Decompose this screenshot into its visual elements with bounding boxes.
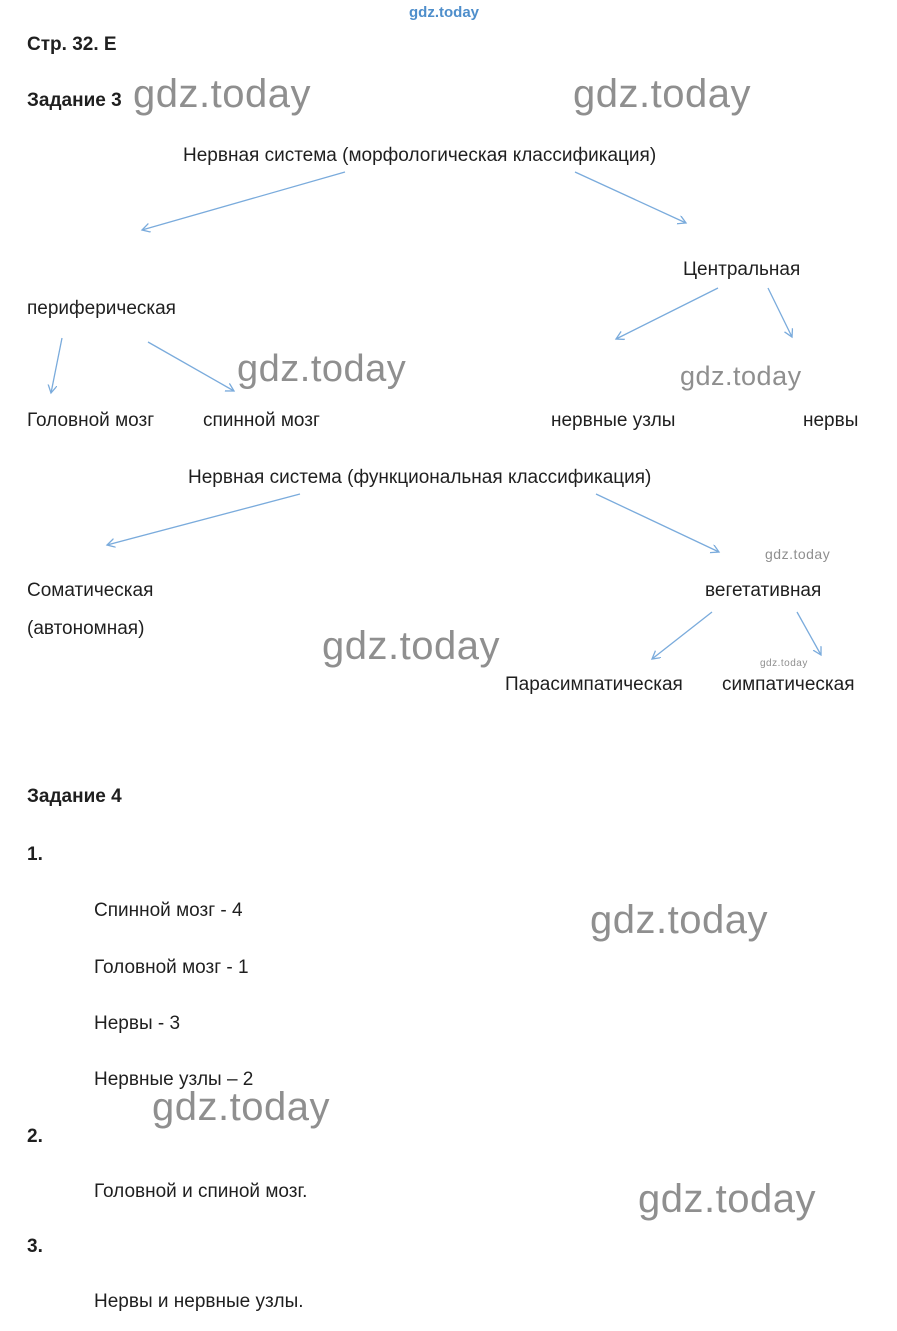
watermark: gdz.today (760, 658, 808, 669)
diagram-morph-title: Нервная система (морфологическая классиф… (183, 145, 657, 166)
diagram-func-title: Нервная система (функциональная классифи… (188, 467, 652, 488)
arrow-central-to-nerves (767, 287, 792, 337)
arrow-vegetative-to-sympathetic (796, 611, 821, 655)
diagram-morph-leaf-ganglia: нервные узлы (551, 410, 676, 431)
watermark: gdz.today (680, 361, 802, 391)
arrow-peripheral-to-spinal (147, 341, 234, 391)
watermark-top: gdz.today (409, 4, 479, 21)
watermark: gdz.today (133, 72, 311, 116)
diagram-func-leaf-parasympathetic: Парасимпатическая (505, 674, 683, 695)
arrow-morph-to-peripheral (142, 171, 346, 230)
task4-item2-number: 2. (27, 1126, 43, 1147)
arrow-vegetative-to-parasympathetic (652, 611, 713, 659)
diagram-func-branch-somatic: Соматическая (27, 580, 154, 601)
watermark: gdz.today (152, 1085, 330, 1129)
watermark: gdz.today (638, 1177, 816, 1221)
watermark: gdz.today (322, 624, 500, 668)
watermark: gdz.today (765, 546, 831, 562)
arrow-func-to-vegetative (595, 493, 719, 552)
task4-item1-number: 1. (27, 844, 43, 865)
arrow-peripheral-to-brain (51, 337, 63, 393)
diagram-morph-branch-peripheral: периферическая (27, 298, 176, 319)
task4-item3-line: Нервы и нервные узлы. (94, 1291, 304, 1312)
task4-item1-line: Спинной мозг - 4 (94, 900, 243, 921)
task4-item2-line: Головной и спиной мозг. (94, 1181, 308, 1202)
task4-heading: Задание 4 (27, 786, 122, 807)
arrow-central-to-ganglia (616, 287, 719, 339)
watermark: gdz.today (590, 898, 768, 942)
watermark: gdz.today (573, 72, 751, 116)
task4-item1-line: Нервы - 3 (94, 1013, 181, 1034)
diagram-func-branch-vegetative: вегетативная (705, 580, 822, 601)
arrow-func-to-somatic (107, 493, 301, 545)
task4-item1-line: Головной мозг - 1 (94, 957, 249, 978)
diagram-morph-leaf-brain: Головной мозг (27, 410, 155, 431)
watermark: gdz.today (237, 348, 407, 390)
page-title: Стр. 32. Е (27, 34, 117, 55)
task4-item1-line: Нервные узлы – 2 (94, 1069, 254, 1090)
arrow-morph-to-central (574, 171, 686, 223)
task3-heading: Задание 3 (27, 90, 122, 111)
task4-item3-number: 3. (27, 1236, 43, 1257)
diagram-func-leaf-sympathetic: симпатическая (722, 674, 855, 695)
diagram-morph-leaf-spinal: спинной мозг (203, 410, 320, 431)
diagram-morph-leaf-nerves: нервы (803, 410, 859, 431)
diagram-morph-branch-central: Центральная (683, 259, 801, 280)
diagram-func-branch-somatic-sub: (автономная) (27, 618, 145, 639)
